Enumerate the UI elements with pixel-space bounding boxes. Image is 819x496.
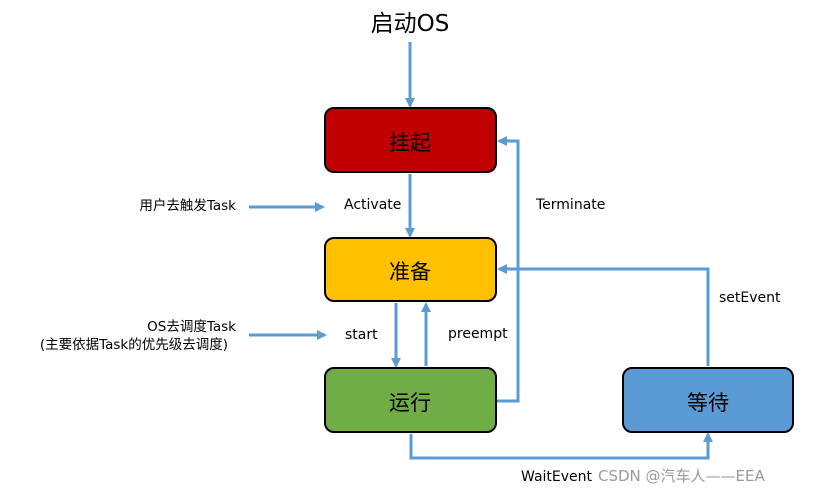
state-running-box xyxy=(324,367,497,433)
state-running: 运行 xyxy=(324,367,497,433)
terminate-arrow xyxy=(497,136,520,403)
state-ready-label: 准备 xyxy=(389,260,431,284)
activate-label: Activate xyxy=(344,197,401,213)
set-event-label: setEvent xyxy=(719,290,781,306)
set-event-arrow xyxy=(497,264,710,366)
state-waiting-label: 等待 xyxy=(687,391,729,415)
wait-event-arrow xyxy=(409,432,713,460)
start-label: start xyxy=(345,327,378,343)
preempt-label: preempt xyxy=(448,326,508,342)
os-schedule-trigger-label: OS去调度Task xyxy=(147,319,236,335)
state-ready-box xyxy=(324,237,497,302)
state-ready: 准备 xyxy=(324,237,497,302)
os-schedule-trigger-note: (主要依据Task的优先级去调度) xyxy=(40,337,228,353)
user-activate-trigger-label: 用户去触发Task xyxy=(139,197,236,214)
state-suspended: 挂起 xyxy=(324,107,497,173)
state-waiting-box xyxy=(622,367,794,433)
state-waiting: 等待 xyxy=(622,367,794,433)
diagram-title: 启动OS xyxy=(371,11,450,37)
state-suspended-label: 挂起 xyxy=(389,131,431,155)
state-suspended-box xyxy=(324,107,497,173)
terminate-label: Terminate xyxy=(535,197,605,213)
state-running-label: 运行 xyxy=(389,391,431,415)
wait-event-label: WaitEvent xyxy=(521,469,593,485)
transition-arrows xyxy=(249,42,713,460)
watermark: CSDN @汽车人——EEA xyxy=(598,467,765,485)
